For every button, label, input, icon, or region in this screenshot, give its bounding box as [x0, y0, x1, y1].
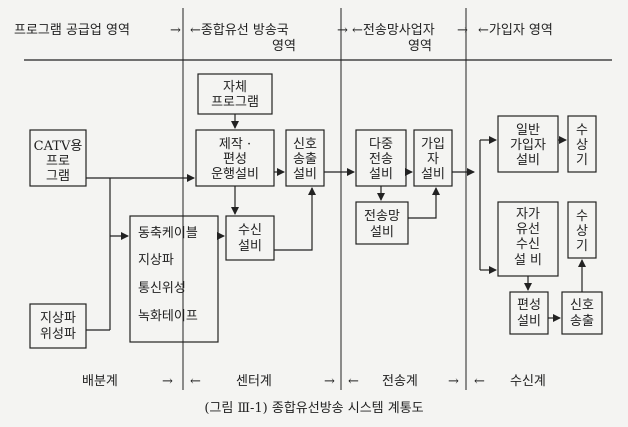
box-receiver-1 [567, 115, 597, 173]
distribution-media-3: 녹화테이프 [138, 309, 198, 324]
box-self-line3: 수신 [516, 237, 540, 252]
box-network-line1: 전송망 [364, 209, 400, 224]
box-receiver2-line2: 상 [576, 224, 588, 239]
box-signal-output-line1: 신호 [293, 137, 317, 152]
box-catv-program-line2: 프로 [46, 154, 70, 169]
box-subscriber-line2: 자 [427, 152, 439, 167]
header-cable-operator-line1: ←종합유선 방송국 [190, 23, 289, 38]
header-cable-operator-line2: 영역 [272, 39, 296, 54]
box-receiver1-line2: 상 [576, 138, 588, 153]
box-editing-line1: 편성 [517, 298, 541, 313]
box-receiver2-line1: 수 [576, 209, 588, 224]
box-production-line3: 운행설비 [211, 166, 259, 182]
box-multi-line1: 다중 [369, 137, 393, 152]
connectors [86, 114, 586, 331]
box-general-line1: 일반 [516, 123, 540, 138]
box-self-line1: 자가 [516, 207, 540, 222]
box-own-program-line2: 프로그램 [211, 95, 259, 110]
distribution-media-1: 지상파 [138, 253, 174, 268]
header-program-supply: 프로그램 공급업 영역 [14, 23, 130, 38]
box-transmission-network [355, 201, 409, 245]
box-production-line1: 제작 · [219, 137, 251, 152]
header-arrow-3: → [457, 23, 468, 38]
box-general-line3: 설비 [516, 153, 540, 168]
box-catv-program [29, 129, 87, 187]
footer-arrow-2: ← [190, 374, 201, 389]
box-terrestrial-satellite [29, 303, 87, 349]
distribution-media-0: 동축케이블 [138, 226, 198, 241]
box-production-line2: 편성 [223, 152, 247, 167]
box-distribution-media [129, 215, 219, 343]
footer-arrow-4: ← [348, 374, 359, 389]
box-receiving-equipment [225, 215, 275, 261]
footer-arrow-5: → [448, 374, 459, 389]
distribution-media-2: 통신위성 [138, 281, 186, 296]
box-self-line4: 설 비 [514, 253, 542, 268]
box-receiver1-line1: 수 [576, 123, 588, 138]
box-subscriber-equipment [413, 129, 453, 187]
box-receiving-line1: 수신 [238, 223, 262, 238]
box-receiver-2 [567, 201, 597, 259]
conn-network-to-subscriber [408, 190, 437, 219]
box-editing-line2: 설비 [517, 314, 541, 329]
box-terrestrial-satellite-line2: 위성파 [40, 327, 76, 342]
header-subscriber: ←가입자 영역 [478, 23, 553, 38]
header-arrow-2: → [337, 23, 348, 38]
footer-center: 센터계 [236, 374, 272, 389]
footer-distribution: 배분계 [82, 374, 118, 389]
header-arrow-1: → [170, 23, 181, 38]
header-transmission-line1: ←전송망사업자 [352, 23, 435, 38]
footer-transmission: 전송계 [382, 374, 418, 389]
box-self-line2: 유선 [516, 222, 540, 237]
box-signal-output-line3: 설비 [293, 167, 317, 182]
box-signal-output [285, 129, 325, 187]
footer-receiving: 수신계 [510, 374, 546, 389]
box-editing-equipment [509, 291, 549, 335]
figure-caption: (그림 Ⅲ-1) 종합유선방송 시스템 계통도 [204, 401, 423, 416]
header-transmission-line2: 영역 [408, 39, 432, 54]
box-signal2-line1: 신호 [570, 298, 594, 313]
box-catv-program-line3: 그램 [46, 169, 70, 184]
box-subscriber-line3: 설비 [421, 167, 445, 182]
box-multi-line2: 전송 [369, 152, 393, 167]
box-signal-output-line2: 송출 [293, 152, 317, 167]
box-general-subscriber [497, 115, 559, 173]
footer-arrow-1: → [162, 374, 173, 389]
box-receiver2-line3: 기 [576, 239, 588, 254]
box-receiver1-line3: 기 [576, 153, 588, 168]
box-network-line2: 설비 [370, 225, 394, 240]
box-subscriber-line1: 가입 [421, 137, 445, 152]
box-general-line2: 가입자 [510, 138, 546, 153]
box-multi-line3: 설비 [369, 167, 393, 182]
footer-arrow-6: ← [474, 374, 485, 389]
box-receiving-line2: 설비 [238, 239, 262, 254]
conn-receiving-to-signal [274, 188, 313, 251]
footer-arrow-3: → [324, 374, 335, 389]
box-signal2-line2: 송출 [570, 314, 594, 329]
box-catv-program-line1: CATV용 [34, 139, 83, 154]
box-terrestrial-satellite-line1: 지상파 [40, 311, 76, 326]
box-own-program-line1: 자체 [223, 80, 247, 95]
